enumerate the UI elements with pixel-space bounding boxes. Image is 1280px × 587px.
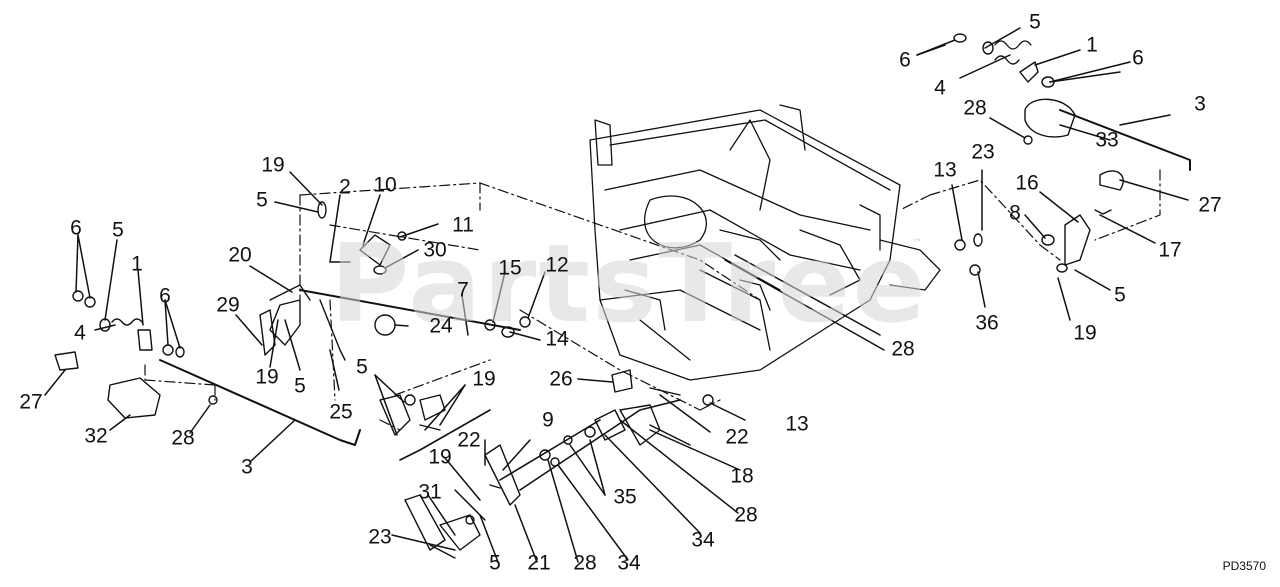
callout-number: 7 — [457, 278, 469, 302]
chassis-frame — [589, 104, 941, 381]
callout-number: 27 — [1198, 193, 1222, 217]
callout-number: 17 — [1158, 238, 1182, 262]
callout-number: 5 — [356, 355, 368, 379]
callout-number: 13 — [933, 158, 957, 182]
callout-number: 4 — [934, 76, 946, 100]
callout-number: 28 — [573, 551, 597, 575]
callout-number: 24 — [429, 314, 453, 338]
callout-number: 10 — [373, 173, 397, 197]
callout-number: 19 — [261, 153, 285, 177]
callout-number: 12 — [545, 253, 569, 277]
callout-number: 30 — [423, 238, 447, 262]
callout-number: 28 — [891, 337, 915, 361]
callout-number: 33 — [1095, 128, 1119, 152]
callout-number: 9 — [542, 408, 554, 432]
callout-number: 35 — [613, 485, 637, 509]
callout-number: 21 — [527, 551, 551, 575]
callout-number: 13 — [785, 412, 809, 436]
callout-number: 6 — [1132, 46, 1144, 70]
callout-number: 19 — [472, 367, 496, 391]
callout-number: 29 — [216, 293, 240, 317]
callout-number: 20 — [228, 243, 252, 267]
callout-number: 34 — [691, 528, 715, 552]
callout-number: 36 — [975, 311, 999, 335]
callout-number: 1 — [131, 252, 143, 276]
callout-number: 11 — [452, 213, 474, 237]
callout-number: 1 — [1086, 33, 1098, 57]
callout-number: 34 — [617, 551, 641, 575]
callout-number: 14 — [545, 327, 569, 351]
callout-number: 16 — [1015, 171, 1039, 195]
callout-number: 26 — [549, 367, 573, 391]
callout-number: 18 — [730, 464, 754, 488]
callout-number: 5 — [294, 374, 306, 398]
callout-number: 3 — [241, 455, 253, 479]
callout-number: 5 — [1114, 283, 1126, 307]
callout-number: 19 — [255, 365, 279, 389]
callout-number: 5 — [112, 218, 124, 242]
drawing-number: PD3570 — [1222, 559, 1266, 573]
callout-leaders — [44, 27, 1189, 563]
control-rods — [159, 109, 1191, 491]
callout-number: 6 — [899, 48, 911, 72]
callout-number: 23 — [971, 140, 995, 164]
watermark-trademark: ™ — [912, 238, 922, 249]
callout-number: 28 — [734, 503, 758, 527]
callout-number: 3 — [1194, 92, 1206, 116]
callout-number: 5 — [1029, 10, 1041, 34]
callout-number: 27 — [19, 390, 43, 414]
callout-number: 6 — [159, 284, 171, 308]
callout-number: 8 — [1009, 201, 1021, 225]
callout-number: 22 — [457, 428, 481, 452]
callout-number: 22 — [725, 425, 749, 449]
callout-number: 19 — [1073, 321, 1097, 345]
callout-number: 32 — [84, 424, 108, 448]
small-parts — [54, 33, 1124, 559]
callout-number: 5 — [489, 551, 501, 575]
callout-number: 25 — [329, 400, 353, 424]
callout-number: 31 — [418, 480, 442, 504]
callout-number: 19 — [428, 445, 452, 469]
callout-number: 4 — [74, 321, 86, 345]
callout-number: 5 — [256, 188, 268, 212]
leader-lines — [144, 169, 1161, 431]
callout-number: 15 — [498, 256, 522, 280]
callout-number: 6 — [70, 216, 82, 240]
callout-number: 28 — [963, 96, 987, 120]
callout-number: 2 — [339, 175, 351, 199]
callout-number: 23 — [368, 525, 392, 549]
callout-number: 28 — [171, 426, 195, 450]
